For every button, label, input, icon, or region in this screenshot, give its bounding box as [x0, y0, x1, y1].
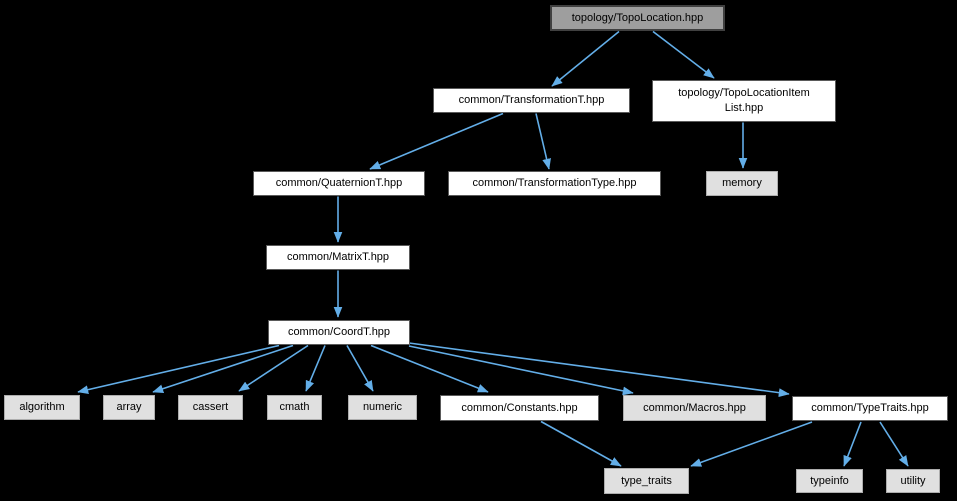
edge-coordT-to-macros: [408, 345, 634, 396]
node-coord-t-label: common/CoordT.hpp: [287, 326, 391, 338]
node-topo-location-label: topology/TopoLocation.hpp: [571, 11, 704, 24]
node-memory: memory: [706, 171, 778, 196]
node-macros-label: common/Macros.hpp: [643, 401, 746, 414]
node-array-label: array: [116, 401, 142, 413]
node-quaternion-t[interactable]: common/QuaternionT.hpp: [253, 171, 425, 196]
node-cassert: cassert: [178, 395, 243, 420]
node-topo-location-item-list-label-line1: topology/TopoLocationItem: [678, 87, 810, 99]
node-numeric: numeric: [348, 395, 417, 420]
edge-constants-to-typeTraitsStd: [540, 420, 622, 467]
edge-coordT-to-cmath: [305, 345, 326, 392]
node-transformation-t-label: common/TransformationT.hpp: [458, 94, 605, 106]
node-coord-t[interactable]: common/CoordT.hpp: [268, 320, 410, 345]
node-matrix-t[interactable]: common/MatrixT.hpp: [266, 245, 410, 270]
node-cmath: cmath: [267, 395, 322, 420]
node-typeinfo: typeinfo: [796, 469, 863, 493]
edge-typeTraitsHpp-to-utility: [879, 421, 909, 467]
node-type-traits-std: type_traits: [604, 468, 689, 494]
node-matrix-t-label: common/MatrixT.hpp: [286, 251, 390, 263]
node-macros: common/Macros.hpp: [623, 395, 766, 421]
edge-typeTraitsHpp-to-typeTraitsStd: [690, 421, 813, 467]
edge-typeTraitsHpp-to-typeinfo: [843, 421, 862, 467]
node-array: array: [103, 395, 155, 420]
node-transformation-type[interactable]: common/TransformationType.hpp: [448, 171, 661, 196]
node-topo-location-item-list-label-line2: List.hpp: [724, 102, 764, 114]
node-type-traits-std-label: type_traits: [621, 474, 672, 487]
node-algorithm: algorithm: [4, 395, 80, 420]
node-transformation-type-label: common/TransformationType.hpp: [472, 177, 637, 189]
node-memory-label: memory: [722, 177, 762, 189]
edge-topoLocation-to-topoLocationItemList: [652, 30, 715, 79]
edge-transformationT-to-transformationType: [535, 113, 551, 170]
node-constants-label: common/Constants.hpp: [461, 401, 578, 414]
node-utility: utility: [886, 469, 940, 493]
node-typetraits-hpp[interactable]: common/TypeTraits.hpp: [792, 396, 948, 421]
node-utility-label: utility: [900, 474, 926, 487]
edge-coordT-to-array: [152, 344, 294, 393]
node-typeinfo-label: typeinfo: [810, 474, 849, 487]
node-topo-location-item-list[interactable]: topology/TopoLocationItem List.hpp: [652, 80, 836, 122]
edge-coordT-to-numeric: [346, 345, 374, 392]
edge-topoLocation-to-transformationT: [551, 30, 620, 87]
edge-coordT-to-cassert: [238, 344, 309, 392]
node-constants[interactable]: common/Constants.hpp: [440, 395, 599, 421]
edge-transformationT-to-quaternionT: [369, 112, 504, 170]
node-algorithm-label: algorithm: [19, 401, 65, 413]
node-cmath-label: cmath: [279, 401, 310, 413]
edge-coordT-to-constants: [370, 344, 489, 393]
node-numeric-label: numeric: [362, 401, 403, 413]
node-cassert-label: cassert: [192, 401, 229, 413]
edge-coordT-to-typeTraitsHpp: [408, 342, 790, 398]
node-topo-location: topology/TopoLocation.hpp: [550, 5, 725, 31]
edge-coordT-to-algorithm: [77, 344, 280, 394]
node-transformation-t[interactable]: common/TransformationT.hpp: [433, 88, 630, 113]
node-quaternion-t-label: common/QuaternionT.hpp: [275, 177, 403, 189]
node-typetraits-hpp-label: common/TypeTraits.hpp: [811, 402, 929, 414]
